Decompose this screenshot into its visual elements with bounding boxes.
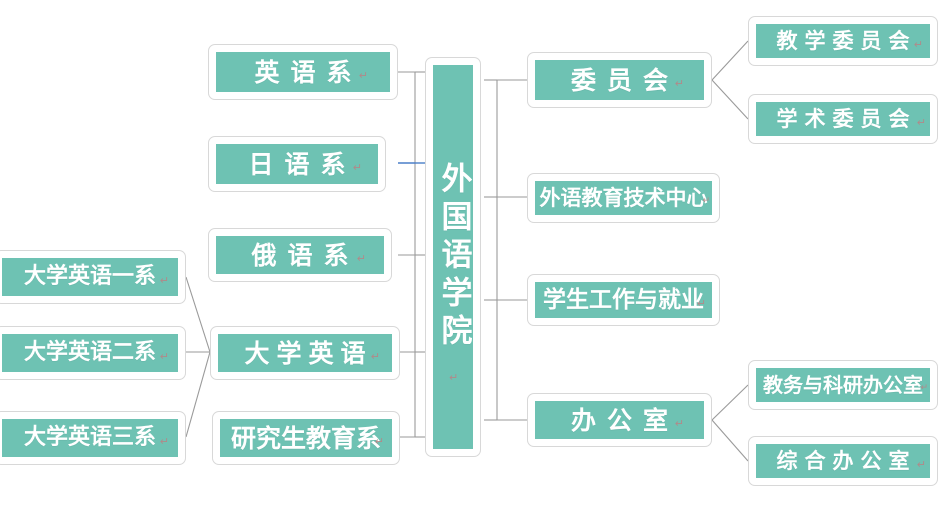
node-committee[interactable]: 委员会 ↵ xyxy=(527,52,712,108)
node-college-english-2[interactable]: 大学英语二系 ↵ xyxy=(0,326,186,380)
node-general-office[interactable]: 综合办公室 ↵ xyxy=(748,436,938,486)
pilcrow-general-office: ↵ xyxy=(916,458,926,471)
node-college-english-1-label: 大学英语一系 xyxy=(23,264,156,289)
node-tech-center-label: 外语教育技术中心 xyxy=(539,185,708,210)
node-japanese-dept[interactable]: 日语系 ↵ xyxy=(208,136,386,192)
pilcrow-committee: ↵ xyxy=(674,77,684,90)
pilcrow-college-english-3: ↵ xyxy=(159,435,169,448)
node-english-dept-fill: 英语系 ↵ xyxy=(216,52,390,92)
node-college-english-3-fill: 大学英语三系 ↵ xyxy=(2,419,178,457)
fan-college-english-1 xyxy=(185,276,211,353)
pilcrow-college-english: ↵ xyxy=(370,350,380,363)
node-english-dept[interactable]: 英语系 ↵ xyxy=(208,44,398,100)
node-general-office-fill: 综合办公室 ↵ xyxy=(756,444,930,478)
node-russian-dept-fill: 俄语系 ↵ xyxy=(216,236,384,274)
node-academic-committee[interactable]: 学术委员会 ↵ xyxy=(748,94,938,144)
pilcrow-student-work: ↵ xyxy=(696,297,706,310)
pilcrow-academic-research-office: ↵ xyxy=(920,383,928,393)
pilcrow-academic-committee: ↵ xyxy=(916,116,926,129)
node-teaching-committee[interactable]: 教学委员会 ↵ xyxy=(748,16,938,66)
node-graduate-dept-fill: 研究生教育系 ↵ xyxy=(220,419,392,457)
node-teaching-committee-fill: 教学委员会 ↵ xyxy=(756,24,930,58)
node-office-fill: 办公室 ↵ xyxy=(535,401,704,439)
node-teaching-committee-label: 教学委员会 xyxy=(776,28,917,53)
node-academic-committee-fill: 学术委员会 ↵ xyxy=(756,102,930,136)
node-college-english-1[interactable]: 大学英语一系 ↵ xyxy=(0,250,186,304)
node-russian-dept[interactable]: 俄语系 ↵ xyxy=(208,228,392,282)
node-russian-dept-label: 俄语系 xyxy=(251,240,360,270)
fan-office-general xyxy=(711,419,749,462)
node-committee-label: 委员会 xyxy=(570,65,679,95)
fan-committee-academic xyxy=(711,79,749,120)
fan-office-academic-research xyxy=(711,384,749,421)
node-tech-center-fill: 外语教育技术中心 ↵ xyxy=(535,181,712,215)
node-academic-research-office-label: 教务与科研办公室 xyxy=(763,373,923,397)
node-student-work-label: 学生工作与就业 xyxy=(543,286,704,313)
pilcrow-english-dept: ↵ xyxy=(358,69,368,82)
pilcrow-russian-dept: ↵ xyxy=(356,252,366,265)
node-student-work-fill: 学生工作与就业 ↵ xyxy=(535,282,712,318)
node-college-english-label: 大学英语 xyxy=(244,338,373,368)
node-japanese-dept-fill: 日语系 ↵ xyxy=(216,144,378,184)
node-general-office-label: 综合办公室 xyxy=(776,448,917,473)
node-academic-committee-label: 学术委员会 xyxy=(776,106,917,131)
pilcrow-japanese-dept: ↵ xyxy=(352,161,362,174)
node-college-english[interactable]: 大学英语 ↵ xyxy=(210,326,400,380)
node-academic-research-office-fill: 教务与科研办公室 ↵ xyxy=(756,368,930,402)
node-committee-fill: 委员会 ↵ xyxy=(535,60,704,100)
node-college-english-1-fill: 大学英语一系 ↵ xyxy=(2,258,178,296)
pilcrow-office: ↵ xyxy=(674,417,684,430)
pilcrow-college-english-2: ↵ xyxy=(159,350,169,363)
node-office-label: 办公室 xyxy=(570,405,679,435)
node-college-english-2-label: 大学英语二系 xyxy=(23,340,156,365)
node-tech-center[interactable]: 外语教育技术中心 ↵ xyxy=(527,173,720,223)
node-root-label: 外国语学院 xyxy=(435,162,472,352)
fan-committee-teaching xyxy=(711,40,749,81)
node-english-dept-label: 英语系 xyxy=(254,57,363,87)
node-root[interactable]: 外国语学院 ↵ xyxy=(425,57,481,457)
node-college-english-3[interactable]: 大学英语三系 ↵ xyxy=(0,411,186,465)
node-academic-research-office[interactable]: 教务与科研办公室 ↵ xyxy=(748,360,938,410)
pilcrow-root: ↵ xyxy=(449,371,459,384)
fan-college-english-3 xyxy=(185,351,211,438)
node-college-english-fill: 大学英语 ↵ xyxy=(218,334,392,372)
pilcrow-college-english-1: ↵ xyxy=(159,274,169,287)
pilcrow-teaching-committee: ↵ xyxy=(913,38,923,51)
node-japanese-dept-label: 日语系 xyxy=(248,149,357,179)
pilcrow-graduate-dept: ↵ xyxy=(374,435,384,448)
node-root-fill: 外国语学院 ↵ xyxy=(433,65,473,449)
pilcrow-tech-center: ↵ xyxy=(702,196,710,206)
node-student-work[interactable]: 学生工作与就业 ↵ xyxy=(527,274,720,326)
node-graduate-dept-label: 研究生教育系 xyxy=(230,423,381,453)
node-college-english-2-fill: 大学英语二系 ↵ xyxy=(2,334,178,372)
node-college-english-3-label: 大学英语三系 xyxy=(23,425,156,450)
node-graduate-dept[interactable]: 研究生教育系 ↵ xyxy=(212,411,400,465)
node-office[interactable]: 办公室 ↵ xyxy=(527,393,712,447)
